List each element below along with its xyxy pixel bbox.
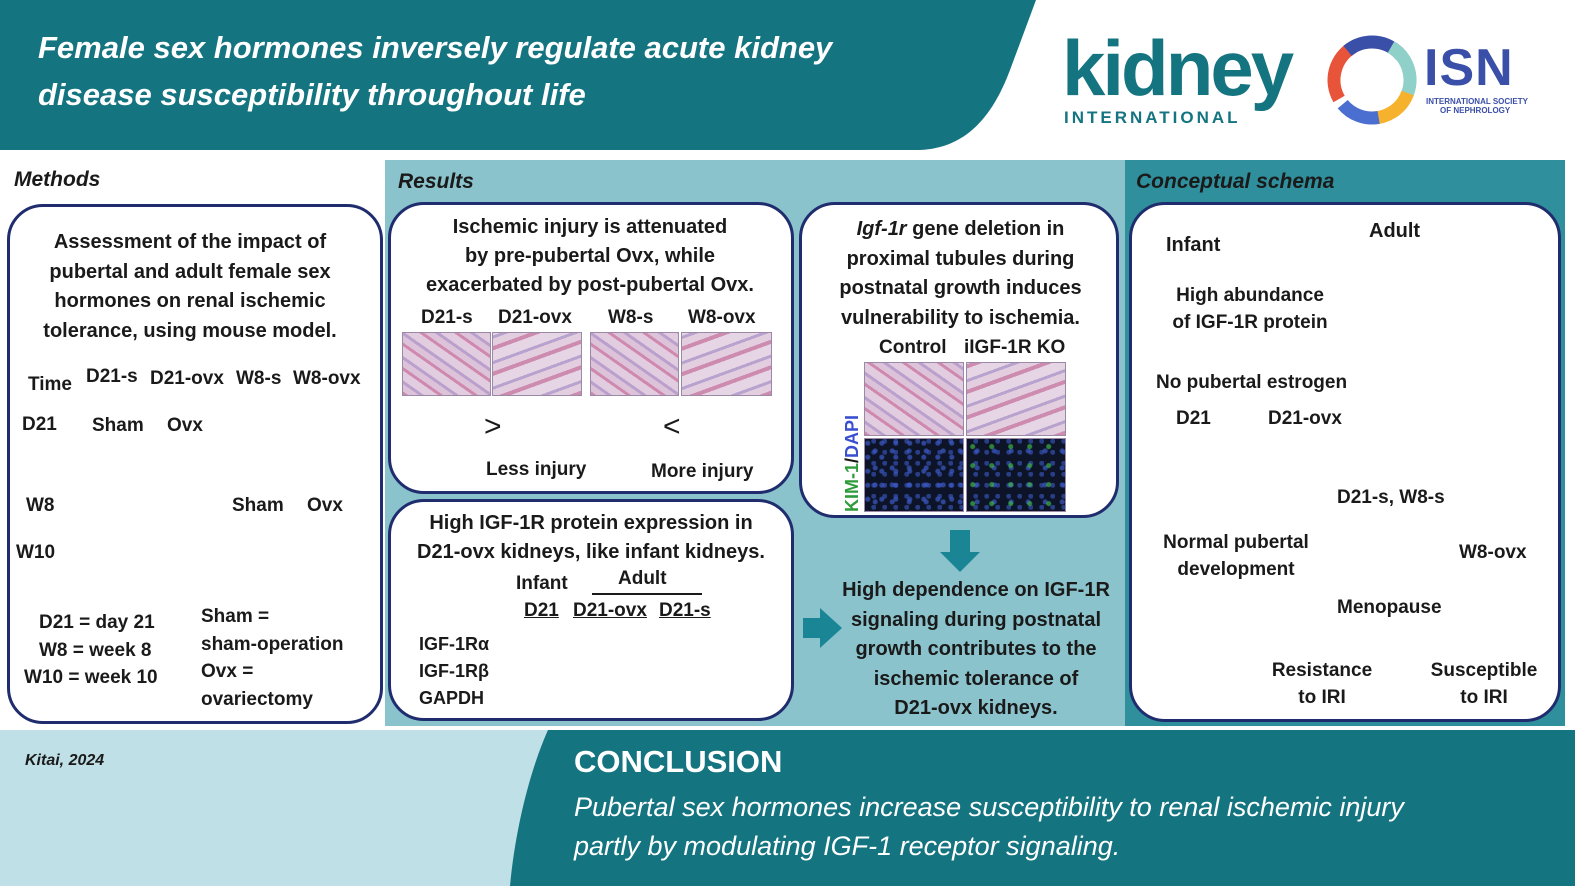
group-label: D21-s [86, 366, 138, 387]
histology-image [402, 332, 491, 396]
igf1r-expression-box [388, 499, 794, 721]
poster-title-line2: disease susceptibility throughout life [38, 77, 586, 112]
timepoint-label: D21 [22, 414, 57, 435]
poster-title-line1: Female sex hormones inversely regulate a… [38, 30, 833, 65]
igf1r-deletion-heading: Igf-1r gene deletion in proximal tubules… [839, 218, 1082, 329]
timepoint-label: W8 [26, 495, 55, 516]
blot-lane-label: D21-ovx [573, 600, 647, 621]
operation-label: Ovx [307, 495, 343, 516]
methods-section-title: Methods [14, 168, 101, 191]
operation-label: Sham [92, 415, 144, 436]
less-injury-label: Less injury [486, 459, 587, 480]
adult-label: Adult [618, 568, 667, 589]
isn-logo-sub1: INTERNATIONAL SOCIETY [1426, 97, 1528, 106]
menopause-label: Menopause [1337, 597, 1442, 618]
adult-underline [592, 593, 702, 595]
resistance-label: Resistance to IRI [1271, 660, 1373, 708]
ischemic-injury-heading: Ischemic injury is attenuated by pre-pub… [426, 216, 754, 296]
histology-label: W8-s [608, 307, 654, 328]
susceptible-label: Susceptible to IRI [1430, 660, 1538, 708]
footer-citation-band [0, 730, 600, 886]
more-injury-label: More injury [651, 461, 754, 482]
kidney-international-logo: kidney [1062, 24, 1294, 112]
pas-control-image [864, 362, 964, 436]
histology-label: W8-ovx [688, 307, 756, 328]
schema-box [1129, 202, 1561, 722]
histology-label: D21-s [421, 307, 473, 328]
infant-stage-label: Infant [1166, 234, 1221, 256]
results-section-title: Results [398, 170, 474, 193]
no-estrogen-label: No pubertal estrogen [1156, 372, 1348, 393]
time-axis-label: Time [28, 374, 73, 395]
arrow-right-icon [803, 608, 842, 648]
methods-legend-right: Sham = sham-operation Ovx = ovariectomy [201, 606, 344, 710]
conclusion-title: CONCLUSION [574, 744, 783, 779]
isn-logo-ring-icon [1327, 35, 1417, 125]
operation-label: Sham [232, 495, 284, 516]
group-label: D21-ovx [150, 368, 224, 389]
group-label: W8-ovx [293, 368, 361, 389]
blot-lane-label: D21-s [659, 600, 711, 621]
citation: Kitai, 2024 [25, 752, 105, 769]
title-banner [0, 0, 1036, 150]
methods-box [7, 204, 383, 724]
isn-logo-sub2: OF NEPHROLOGY [1440, 106, 1511, 115]
igf1r-expression-heading: High IGF-1R protein expression in D21-ov… [417, 512, 765, 563]
schema-d21s-w8s-label: D21-s, W8-s [1337, 487, 1445, 508]
histology-image [681, 332, 772, 396]
blot-band-label: IGF-1Rα [419, 634, 490, 654]
adult-stage-label: Adult [1369, 220, 1421, 242]
results-summary: High dependence on IGF-1R signaling duri… [842, 579, 1110, 719]
greater-than-symbol: > [484, 410, 502, 443]
ko-label: iIGF-1R KO [964, 337, 1066, 358]
high-abundance-label: High abundance of IGF-1R protein [1172, 285, 1328, 333]
histology-image [590, 332, 679, 396]
kidney-international-logo-sub: INTERNATIONAL [1064, 108, 1241, 127]
methods-heading: Assessment of the impact of pubertal and… [43, 231, 337, 342]
conclusion-banner [510, 730, 1575, 886]
normal-pubertal-label: Normal pubertal development [1163, 532, 1309, 580]
schema-d21-label: D21 [1176, 408, 1211, 429]
blot-band-label: GAPDH [419, 688, 485, 708]
timepoint-label: W10 [16, 542, 56, 563]
blot-lane-label: D21 [524, 600, 559, 621]
less-than-symbol: < [663, 410, 681, 443]
pas-ko-image [966, 362, 1066, 436]
blot-band-label: IGF-1Rβ [419, 661, 489, 681]
group-label: W8-s [236, 368, 282, 389]
methods-legend-left: D21 = day 21 W8 = week 8 W10 = week 10 [24, 612, 158, 688]
isn-logo-text: ISN [1424, 39, 1514, 97]
kim1-dapi-side-label: KIM-1/DAPI [842, 414, 862, 512]
kim1-ko-image [966, 438, 1066, 512]
operation-label: Ovx [167, 415, 203, 436]
histology-label: D21-ovx [498, 307, 572, 328]
control-label: Control [879, 337, 947, 358]
histology-image [492, 332, 582, 396]
arrow-down-icon [940, 530, 980, 572]
kim1-control-image [864, 438, 964, 512]
schema-d21ovx-label: D21-ovx [1268, 408, 1342, 429]
infant-label: Infant [516, 573, 568, 594]
schema-w8ovx-label: W8-ovx [1459, 542, 1527, 563]
schema-section-title: Conceptual schema [1136, 170, 1335, 193]
conclusion-text: Pubertal sex hormones increase susceptib… [574, 792, 1404, 861]
